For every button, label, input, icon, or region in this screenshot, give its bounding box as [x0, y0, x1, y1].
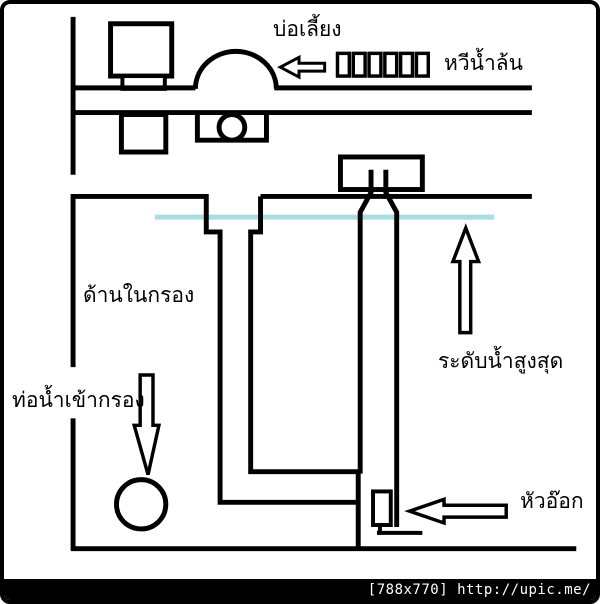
comb-tooth [398, 51, 415, 78]
arrow-down-icon [131, 373, 162, 476]
standpipe-left-wall [357, 169, 374, 474]
inlet-pipe-label: ท่อน้ำเข้ากรอง [12, 388, 145, 412]
float-ball [216, 112, 248, 143]
watermark-text: [788x770] http://upic.me/ [367, 581, 591, 598]
pump-box [108, 21, 175, 79]
comb-tooth [383, 51, 399, 78]
comb-tooth [414, 51, 430, 78]
overflow-comb [335, 51, 430, 78]
inside-filter-label: ด้านในกรอง [83, 283, 195, 307]
pond-label: บ่อเลี้ยง [273, 17, 342, 41]
comb-tooth [335, 51, 352, 78]
max-water-level-label: ระดับน้ำสูงสุด [438, 349, 564, 373]
arrow-left-air-icon [404, 496, 508, 526]
filter-inner-wall [248, 196, 361, 475]
air-stone [371, 489, 393, 527]
comb-tooth [367, 51, 383, 78]
overflow-comb-label: หวีน้ำล้น [444, 51, 524, 75]
dome [192, 48, 279, 89]
watermark-bar: [788x770] http://upic.me/ [4, 579, 596, 600]
filter-outer-wall [70, 193, 359, 505]
standpipe-right-wall [383, 169, 400, 527]
inlet-pipe-opening [114, 477, 169, 532]
air-head-label: หัวอ๊อก [520, 489, 584, 513]
outlet-box [337, 154, 425, 192]
comb-tooth [351, 51, 367, 78]
arrow-up-icon [450, 223, 482, 335]
air-hose [376, 523, 423, 535]
pump-intake-box [118, 112, 169, 155]
filter-diagram-canvas [70, 16, 577, 552]
arrow-left-icon [277, 54, 327, 80]
